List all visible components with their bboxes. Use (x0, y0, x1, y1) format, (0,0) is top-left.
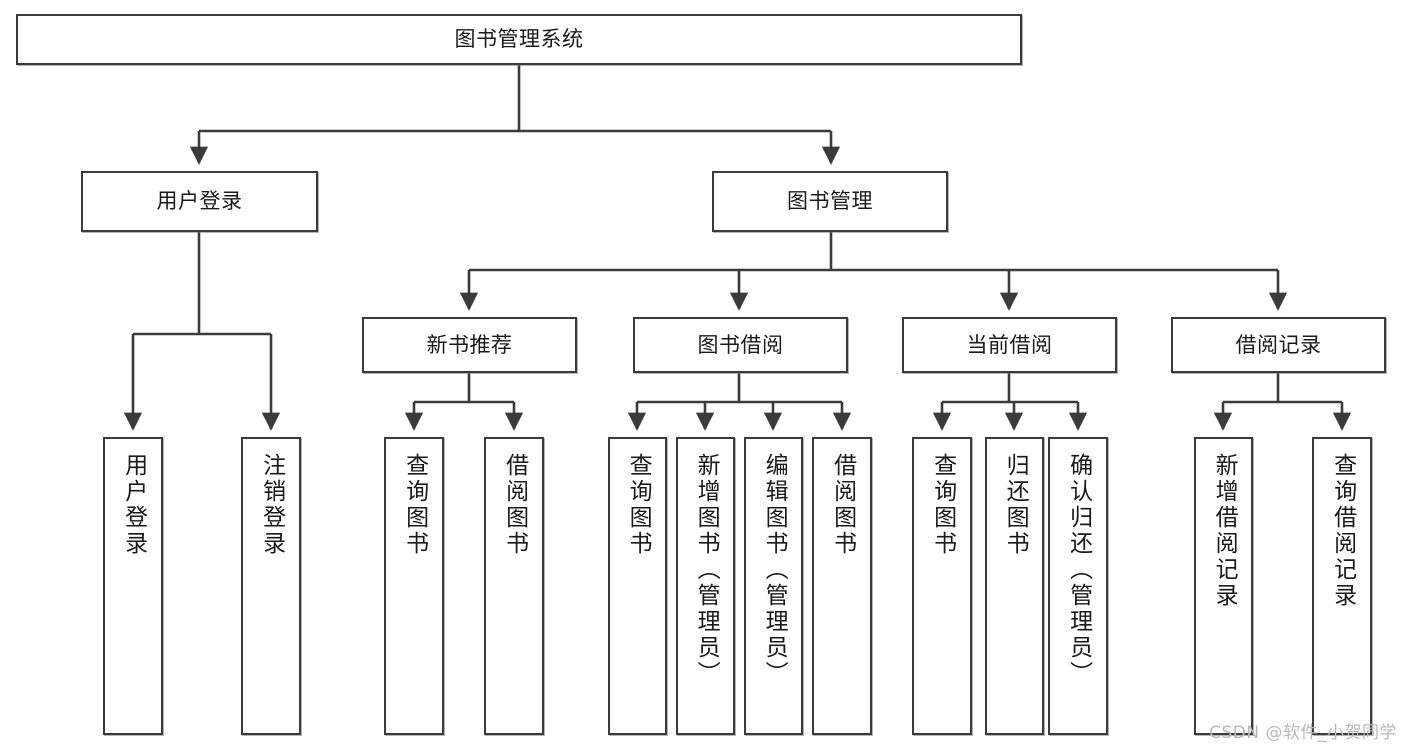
node-borrowing-records[interactable]: 借阅记录 (1171, 317, 1386, 373)
node-label: 借阅记录 (1235, 332, 1322, 357)
node-new-book-recommendation[interactable]: 新书推荐 (362, 317, 577, 373)
node-label: 用户登录 (120, 453, 147, 557)
leaf-current-borrow-query-books[interactable]: 查询图书 (912, 437, 972, 735)
node-label: 查询图书 (929, 453, 956, 557)
leaf-book-borrow-borrow-books[interactable]: 借阅图书 (812, 437, 872, 735)
node-current-borrowing[interactable]: 当前借阅 (902, 317, 1117, 373)
node-label: 新书推荐 (426, 332, 513, 357)
node-label: 新增图书（管理员） (693, 453, 720, 687)
node-label: 图书管理系统 (454, 27, 584, 52)
node-label: 查询借阅记录 (1329, 453, 1356, 609)
node-label: 用户登录 (156, 189, 243, 214)
leaf-new-book-borrow-books[interactable]: 借阅图书 (484, 437, 544, 735)
leaf-current-borrow-confirm-return-admin[interactable]: 确认归还（管理员） (1048, 437, 1108, 735)
node-label: 图书借阅 (697, 332, 784, 357)
node-label: 查询图书 (625, 453, 652, 557)
leaf-book-borrow-add-book-admin[interactable]: 新增图书（管理员） (676, 437, 735, 735)
node-label: 当前借阅 (966, 332, 1053, 357)
leaf-user-login-logout[interactable]: 注销登录 (241, 437, 301, 735)
node-label: 归还图书 (1002, 453, 1029, 557)
node-book-management[interactable]: 图书管理 (712, 171, 948, 232)
node-user-login[interactable]: 用户登录 (81, 171, 318, 232)
node-label: 确认归还（管理员） (1065, 453, 1092, 687)
node-root-book-management-system[interactable]: 图书管理系统 (16, 14, 1022, 65)
leaf-book-borrow-edit-book-admin[interactable]: 编辑图书（管理员） (744, 437, 803, 735)
node-book-borrowing[interactable]: 图书借阅 (633, 317, 848, 373)
leaf-current-borrow-return-books[interactable]: 归还图书 (985, 437, 1044, 735)
node-label: 借阅图书 (829, 453, 856, 557)
leaf-new-book-query-books[interactable]: 查询图书 (384, 437, 444, 735)
leaf-borrow-record-query-record[interactable]: 查询借阅记录 (1312, 437, 1372, 735)
leaf-book-borrow-query-books[interactable]: 查询图书 (608, 437, 667, 735)
node-label: 图书管理 (787, 189, 873, 214)
leaf-user-login-login[interactable]: 用户登录 (103, 437, 163, 735)
node-label: 借阅图书 (501, 453, 528, 557)
node-label: 查询图书 (401, 453, 428, 557)
node-label: 编辑图书（管理员） (761, 453, 788, 687)
leaf-borrow-record-add-record[interactable]: 新增借阅记录 (1194, 437, 1253, 735)
node-label: 注销登录 (258, 453, 285, 557)
node-label: 新增借阅记录 (1211, 453, 1238, 609)
